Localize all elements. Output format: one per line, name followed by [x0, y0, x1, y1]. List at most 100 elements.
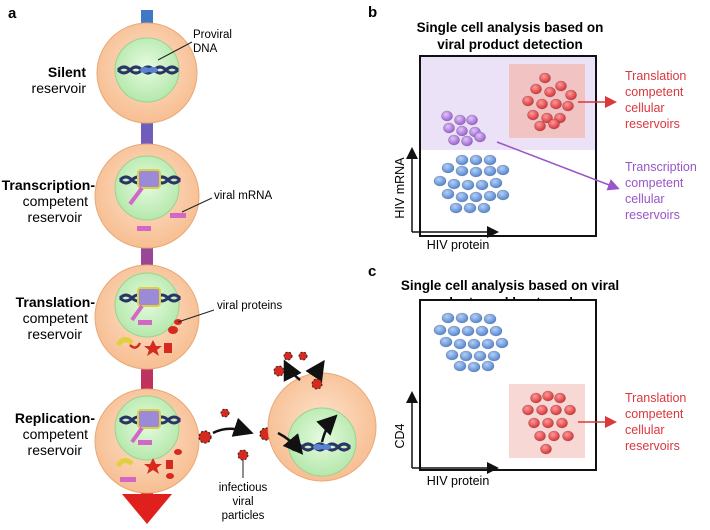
stage-replication-subtitle: competent	[23, 426, 88, 442]
virion-icon	[283, 351, 293, 361]
mrna-icon	[137, 226, 151, 231]
stage-replication-subtitle2: reservoir	[28, 442, 83, 458]
cell-dot	[550, 98, 562, 110]
cell-dot	[463, 202, 477, 214]
infected-cell	[267, 359, 377, 482]
proviral-dna-icon	[116, 65, 180, 75]
purple-cluster	[441, 110, 486, 147]
cell-dot	[540, 443, 552, 455]
polymerase-icon	[137, 409, 161, 429]
cell-dot	[556, 417, 568, 429]
red-cluster	[522, 390, 576, 455]
plot-b-red-label-1: Translation	[625, 69, 686, 83]
cell-dot	[461, 135, 473, 147]
cell-dot	[562, 430, 574, 442]
stage-transcription-subtitle: competent	[23, 193, 88, 209]
blue-cluster	[433, 154, 510, 214]
cell-dot	[527, 109, 539, 121]
plot-b-red-label-3: cellular	[625, 101, 665, 115]
cell-dot	[453, 338, 467, 350]
cell-dot	[496, 164, 510, 176]
cell-dot	[483, 165, 497, 177]
panel-c-letter: c	[368, 263, 376, 280]
cell-dot	[555, 80, 567, 92]
cell-dot	[469, 191, 483, 203]
cell-dot	[564, 404, 576, 416]
plot-b-purple-label-1: Transcription	[625, 160, 697, 174]
callout-viral-proteins: viral proteins	[217, 300, 282, 312]
particles-label-1: infectious	[219, 482, 268, 494]
viral-protein-icon	[144, 458, 162, 474]
cell-dot	[542, 417, 554, 429]
cell-dot	[542, 390, 554, 402]
plot-c-red-label-4: reservoirs	[625, 439, 680, 453]
cell-dot	[481, 360, 495, 372]
stage-translation-subtitle2: reservoir	[28, 326, 83, 342]
plot-b-red-label-2: competent	[625, 85, 684, 99]
cell-dot	[522, 404, 534, 416]
cell-dot	[459, 350, 473, 362]
virion-icon	[311, 378, 323, 390]
cell-dot	[481, 338, 495, 350]
cell-dot	[548, 430, 560, 442]
cell-dot	[441, 162, 455, 174]
stage-transcription-title: Transcription-	[2, 177, 96, 193]
cell-dot	[562, 100, 574, 112]
cell-silent	[96, 22, 198, 124]
cell-dot	[528, 417, 540, 429]
plot-b-red-label-4: reservoirs	[625, 117, 680, 131]
cell-dot	[441, 312, 455, 324]
polymerase-icon	[137, 169, 161, 189]
virion-icon	[198, 430, 212, 444]
cell-dot	[536, 404, 548, 416]
particles-label-2: viral	[232, 496, 253, 508]
stage-transcription-subtitle2: reservoir	[28, 209, 83, 225]
panel-b-title-2: viral product detection	[437, 37, 583, 52]
plot-b-y-label: HIV mRNA	[393, 157, 407, 219]
cell-dot	[534, 120, 546, 132]
cell-dot	[441, 110, 453, 122]
cell-dot	[475, 325, 489, 337]
cell-dot	[455, 165, 469, 177]
viral-protein-icon	[168, 326, 178, 334]
virion-icon	[273, 365, 285, 377]
blue-cluster	[433, 312, 509, 373]
cell-dot	[448, 134, 460, 146]
cell-dot	[441, 188, 455, 200]
virion-icon	[298, 351, 308, 361]
cell-dot	[554, 392, 566, 404]
cell-dot	[489, 325, 503, 337]
cell-dot	[473, 350, 487, 362]
entry-arrow	[277, 431, 304, 455]
cell-dot	[548, 118, 560, 130]
plot-c-red-label-1: Translation	[625, 391, 686, 405]
cell-dot	[453, 360, 467, 372]
virion-icon	[237, 449, 249, 461]
cell-dot	[496, 189, 510, 201]
cell-dot	[467, 338, 481, 350]
cell-dot	[522, 95, 534, 107]
progression-bar	[141, 10, 153, 496]
viral-protein-icon	[166, 473, 174, 479]
stage-replication-title: Replication-	[15, 410, 95, 426]
cell-dot	[469, 166, 483, 178]
cell-dot	[539, 72, 551, 84]
cell-dot	[536, 98, 548, 110]
stage-silent-subtitle: reservoir	[32, 80, 87, 96]
cell-dot	[541, 112, 553, 124]
viral-protein-icon	[166, 460, 173, 469]
stage-silent-title: Silent	[48, 64, 86, 80]
purple-label-pointer	[496, 141, 620, 191]
cell-dot	[467, 361, 481, 373]
polymerase-icon	[137, 287, 161, 307]
nascent-mrna-icon	[128, 186, 144, 206]
cell-dot	[487, 350, 501, 362]
egress-arrow	[283, 359, 302, 382]
cell-dot	[495, 337, 509, 349]
cell-dot	[443, 122, 455, 134]
progression-arrowhead	[122, 494, 172, 524]
cell-dot	[447, 325, 461, 337]
cell-transcription	[94, 143, 213, 249]
cell-dot	[477, 202, 491, 214]
cell-dot	[530, 83, 542, 95]
